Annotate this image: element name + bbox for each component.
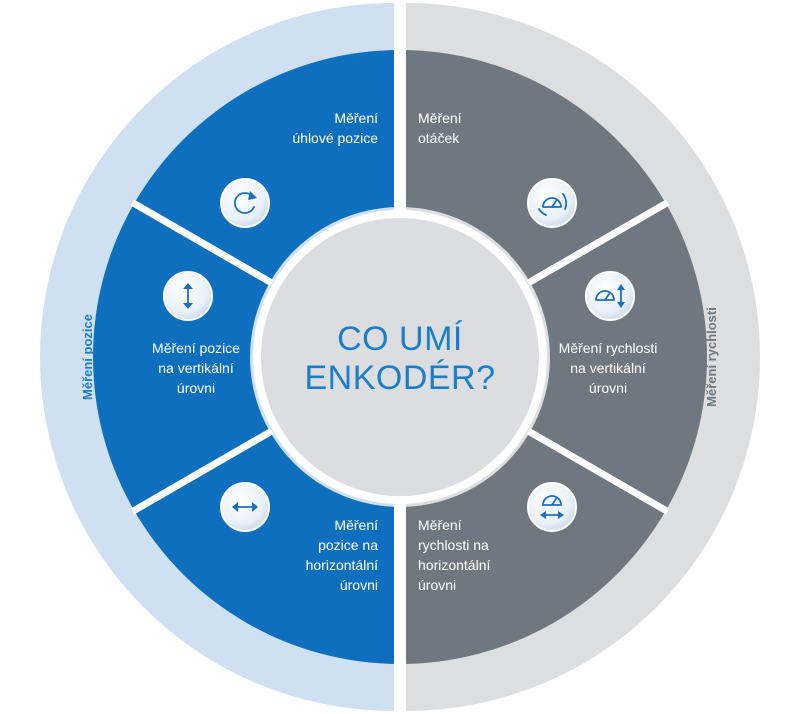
segment-label-vertikalni-rychlost: úrovni: [589, 380, 627, 396]
rotation-icon: [220, 178, 270, 228]
segment-label-horizontalni-rychlost: úrovni: [418, 577, 456, 593]
segment-label-horizontalni-rychlost: Měření: [418, 517, 462, 533]
vertical-arrows-icon: [163, 271, 213, 321]
speedometer-rotation-icon: [527, 178, 577, 228]
segment-label-vertikalni-pozice: úrovni: [177, 380, 215, 396]
segment-label-uhlova-pozice: úhlové pozice: [292, 130, 378, 146]
segment-horizontalni-rychlost: [400, 432, 666, 664]
segment-label-horizontalni-pozice: Měření: [334, 517, 378, 533]
segment-divider: [526, 199, 670, 287]
center-disc: [261, 218, 539, 496]
segment-label-vertikalni-pozice: na vertikální: [158, 360, 234, 376]
horizontal-arrows-icon: [220, 482, 270, 532]
segment-vertikalni-rychlost: [529, 203, 707, 511]
segment-label-horizontalni-rychlost: rychlosti na: [418, 537, 489, 553]
segment-label-vertikalni-rychlost: na vertikální: [570, 360, 646, 376]
speedometer-vertical-icon: [585, 271, 635, 321]
segment-otacky: [400, 50, 666, 282]
segment-uhlova-pozice: [134, 50, 401, 282]
segment-label-horizontalni-pozice: pozice na: [318, 537, 378, 553]
segment-divider: [130, 199, 274, 287]
segment-label-vertikalni-pozice: Měření pozice: [152, 340, 240, 356]
segment-label-vertikalni-rychlost: Měření rychlosti: [559, 340, 658, 356]
segment-label-otacky: otáček: [418, 130, 460, 146]
segment-vertikalni-pozice: [92, 203, 271, 511]
segment-label-horizontalni-rychlost: horizontální: [418, 557, 490, 573]
segment-divider: [526, 427, 670, 515]
segment-label-horizontalni-pozice: úrovni: [340, 577, 378, 593]
segment-divider: [130, 427, 274, 515]
segment-dividers: [130, 48, 670, 666]
segment-label-uhlova-pozice: Měření: [334, 110, 378, 126]
segment-icons: [163, 178, 635, 532]
segment-horizontalni-pozice: [134, 432, 401, 664]
segments-group: [92, 50, 707, 664]
speedometer-horizontal-icon: [527, 482, 577, 532]
center-title-line2: ENKODÉR?: [304, 359, 495, 397]
ring-label-pozice: Měření pozice: [80, 314, 95, 400]
center-title-line1: CO UMÍ: [337, 320, 463, 358]
segment-label-horizontalni-pozice: horizontální: [306, 557, 378, 573]
ring-label-rychlosti: Měření rychlosti: [704, 307, 719, 407]
segment-label-otacky: Měření: [418, 110, 462, 126]
